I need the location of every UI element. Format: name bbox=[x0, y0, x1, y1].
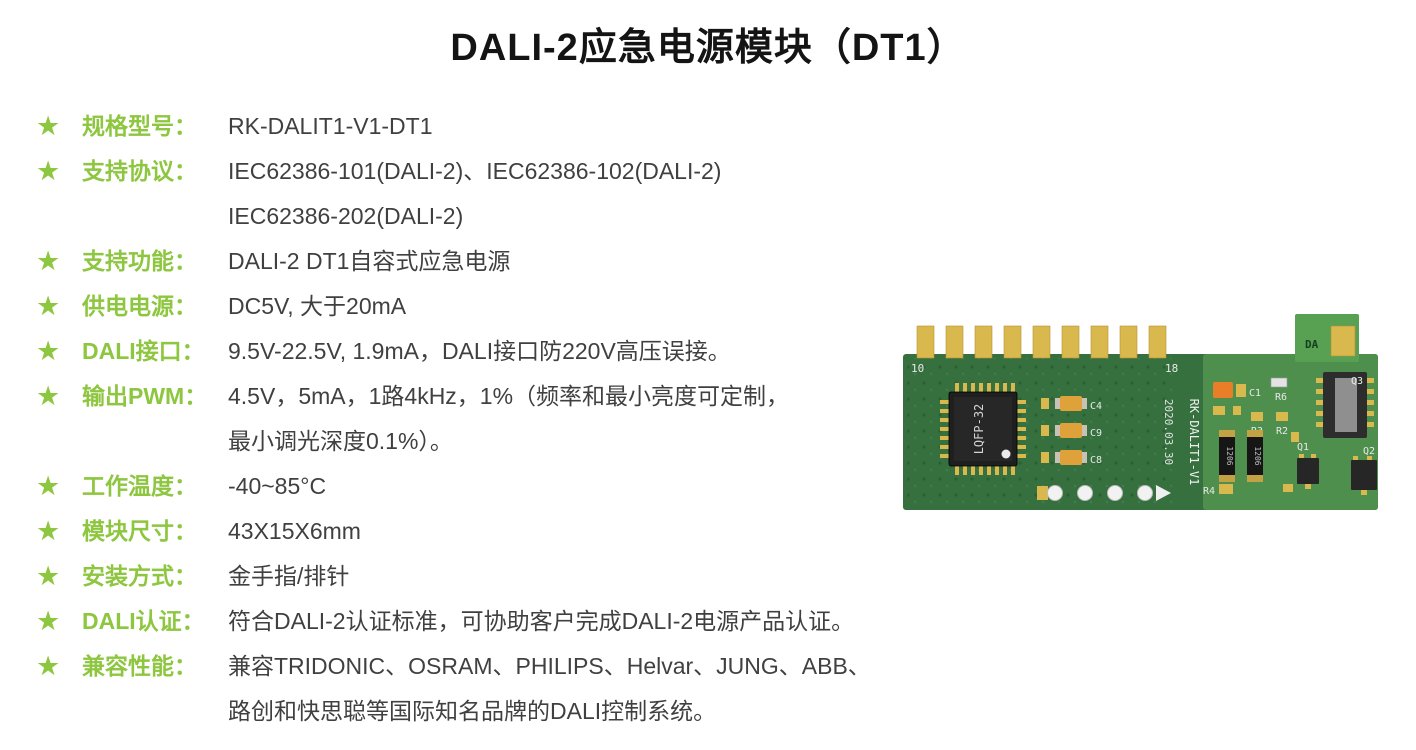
spec-row: ★ 支持协议： IEC62386-101(DALI-2)、IEC62386-102(… bbox=[36, 149, 904, 239]
silk-q1: Q1 bbox=[1297, 442, 1309, 453]
spec-list: ★ 规格型号： RK-DALIT1-V1-DT1 ★ 支持协议： IEC62386-101… bbox=[36, 104, 904, 734]
spec-value: -40~85°C bbox=[228, 464, 326, 509]
svg-text:1206: 1206 bbox=[1253, 446, 1262, 465]
spec-label: 支持功能： bbox=[82, 248, 197, 274]
star-icon: ★ bbox=[36, 291, 61, 321]
spec-row: ★ 供电电源： DC5V, 大于20mA bbox=[36, 284, 904, 329]
svg-text:1206: 1206 bbox=[1225, 446, 1234, 465]
star-icon: ★ bbox=[36, 606, 61, 636]
spec-value-line: 符合DALI-2认证标准，可协助客户完成DALI-2电源产品认证。 bbox=[228, 608, 855, 634]
pcb-module-photo: 10 18 LQFP-32 bbox=[903, 314, 1383, 522]
silk-model: RK-DALIT1-V1 bbox=[1187, 399, 1201, 486]
spec-label: 兼容性能： bbox=[82, 653, 197, 679]
star-icon: ★ bbox=[36, 651, 61, 681]
silk-c9: C9 bbox=[1090, 428, 1102, 439]
spec-value: DALI-2 DT1自容式应急电源 bbox=[228, 239, 510, 284]
da-gold-pad bbox=[1330, 325, 1356, 357]
spec-row: ★ DALI认证： 符合DALI-2认证标准，可协助客户完成DALI-2电源产品认证… bbox=[36, 599, 904, 644]
spec-label: 安装方式： bbox=[82, 563, 197, 589]
spec-label: 模块尺寸： bbox=[82, 518, 197, 544]
transistor-q3 bbox=[1316, 372, 1374, 438]
spec-label: DALI接口： bbox=[82, 338, 205, 364]
spec-value-line: 兼容TRIDONIC、OSRAM、PHILIPS、Helvar、JUNG、ABB… bbox=[228, 653, 871, 679]
spec-row: ★ 规格型号： RK-DALIT1-V1-DT1 bbox=[36, 104, 904, 149]
spec-value: 兼容TRIDONIC、OSRAM、PHILIPS、Helvar、JUNG、ABB… bbox=[228, 644, 871, 734]
silk-c4: C4 bbox=[1090, 401, 1102, 412]
spec-value: RK-DALIT1-V1-DT1 bbox=[228, 104, 432, 149]
silk-r4: R4 bbox=[1203, 486, 1215, 497]
spec-value: 金手指/排针 bbox=[228, 554, 349, 599]
spec-label: DALI认证： bbox=[82, 608, 205, 634]
spec-row: ★ 安装方式： 金手指/排针 bbox=[36, 554, 904, 599]
pin1-marker bbox=[1001, 449, 1011, 459]
capacitor-1206-b: 1206 bbox=[1247, 430, 1263, 482]
spec-value: 43X15X6mm bbox=[228, 509, 361, 554]
star-icon: ★ bbox=[36, 471, 61, 501]
spec-label: 输出PWM： bbox=[82, 383, 208, 409]
spec-value: 9.5V-22.5V, 1.9mA，DALI接口防220V高压误接。 bbox=[228, 329, 731, 374]
transistor-q1 bbox=[1297, 454, 1319, 489]
capacitor-c9 bbox=[1055, 423, 1087, 438]
spec-value-line: RK-DALIT1-V1-DT1 bbox=[228, 113, 433, 139]
silk-arrow bbox=[1156, 485, 1171, 501]
spec-row: ★ 兼容性能： 兼容TRIDONIC、OSRAM、PHILIPS、Helvar、JU… bbox=[36, 644, 904, 734]
silk-da: DA bbox=[1305, 338, 1319, 351]
spec-value: IEC62386-101(DALI-2)、IEC62386-102(DALI-2… bbox=[228, 149, 721, 239]
spec-value-line: DALI-2 DT1自容式应急电源 bbox=[228, 248, 511, 274]
silk-q3: Q3 bbox=[1351, 376, 1363, 387]
spec-value: 符合DALI-2认证标准，可协助客户完成DALI-2电源产品认证。 bbox=[228, 599, 854, 644]
spec-value-line: IEC62386-202(DALI-2) bbox=[228, 203, 464, 229]
silk-c1: C1 bbox=[1249, 388, 1261, 399]
spec-row: ★ 输出PWM： 4.5V，5mA，1路4kHz，1%（频率和最小亮度可定制， 最小调… bbox=[36, 374, 904, 464]
star-icon: ★ bbox=[36, 156, 61, 186]
spec-value: DC5V, 大于20mA bbox=[228, 284, 406, 329]
silk-r2: R2 bbox=[1276, 426, 1288, 437]
qfp-pins bbox=[940, 383, 1026, 475]
spec-row: ★ 支持功能： DALI-2 DT1自容式应急电源 bbox=[36, 239, 904, 284]
pcb-illustration: 10 18 LQFP-32 bbox=[903, 314, 1378, 510]
resistor-r6 bbox=[1270, 377, 1288, 388]
spec-row: ★ 模块尺寸： 43X15X6mm bbox=[36, 509, 904, 554]
spec-value-line: 最小调光深度0.1%）。 bbox=[228, 428, 453, 454]
capacitor-c1 bbox=[1213, 382, 1233, 398]
gold-fingers bbox=[916, 325, 1167, 359]
spec-value-line: -40~85°C bbox=[228, 473, 327, 499]
capacitor-1206-a: 1206 bbox=[1219, 430, 1235, 482]
gold-pads bbox=[1041, 398, 1299, 492]
page-title: DALI-2应急电源模块（DT1） bbox=[450, 27, 966, 69]
transistor-q2 bbox=[1351, 456, 1377, 495]
spec-value-line: IEC62386-101(DALI-2)、IEC62386-102(DALI-2… bbox=[228, 158, 722, 184]
star-icon: ★ bbox=[36, 561, 61, 591]
spec-value: 4.5V，5mA，1路4kHz，1%（频率和最小亮度可定制， 最小调光深度0.1%… bbox=[228, 374, 789, 464]
spec-value-line: 4.5V，5mA，1路4kHz，1%（频率和最小亮度可定制， bbox=[228, 383, 790, 409]
silk-r6: R6 bbox=[1275, 392, 1287, 403]
pcb-holes bbox=[1037, 485, 1171, 501]
spec-row: ★ DALI接口： 9.5V-22.5V, 1.9mA，DALI接口防220V高压误… bbox=[36, 329, 904, 374]
spec-row: ★ 工作温度： -40~85°C bbox=[36, 464, 904, 509]
silk-date: 2020.03.30 bbox=[1162, 399, 1175, 465]
spec-value-line: 43X15X6mm bbox=[228, 518, 361, 544]
spec-label: 工作温度： bbox=[82, 473, 197, 499]
silk-q2: Q2 bbox=[1363, 446, 1375, 457]
spec-value-line: 路创和快思聪等国际知名品牌的DALI控制系统。 bbox=[228, 698, 717, 724]
spec-value-line: 9.5V-22.5V, 1.9mA，DALI接口防220V高压误接。 bbox=[228, 338, 731, 364]
silk-pin18: 18 bbox=[1165, 362, 1178, 375]
capacitor-c8 bbox=[1055, 450, 1087, 465]
mcu-chip-label: LQFP-32 bbox=[972, 404, 986, 455]
spec-value-line: 金手指/排针 bbox=[228, 563, 350, 589]
spec-label: 支持协议： bbox=[82, 158, 197, 184]
spec-label: 规格型号： bbox=[82, 113, 197, 139]
star-icon: ★ bbox=[36, 246, 61, 276]
silk-c8: C8 bbox=[1090, 455, 1102, 466]
silk-pin10: 10 bbox=[911, 362, 924, 375]
spec-value-line: DC5V, 大于20mA bbox=[228, 293, 407, 319]
star-icon: ★ bbox=[36, 336, 61, 366]
star-icon: ★ bbox=[36, 516, 61, 546]
star-icon: ★ bbox=[36, 111, 61, 141]
spec-label: 供电电源： bbox=[82, 293, 197, 319]
capacitor-c4 bbox=[1055, 396, 1087, 411]
star-icon: ★ bbox=[36, 381, 61, 411]
